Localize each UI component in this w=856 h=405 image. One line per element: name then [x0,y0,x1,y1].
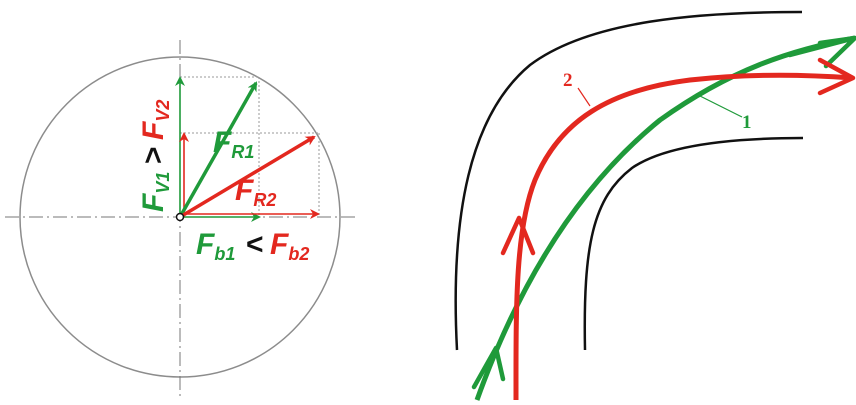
construction-lines [180,76,320,217]
origin-point [175,212,185,222]
flow-path-1 [474,35,856,401]
vector-fr1 [178,81,258,218]
label-fr1: FR1 [213,126,254,162]
path-1-arrowhead-top [787,35,856,69]
label-fv1-main: F [137,193,170,212]
label-path-2: 2 [563,70,573,91]
leader-2 [577,87,591,107]
outer-wall [454,10,803,351]
label-path-1: 1 [742,112,752,133]
vertical-comparison: FV1 > FV2 [137,100,173,212]
inner-wall [583,136,804,351]
label-fb2: Fb2 [270,228,309,264]
label-fr2-main: F [235,174,254,207]
label-fb1-sub: b1 [214,244,235,264]
label-fv1-sub: V1 [153,172,173,194]
label-fr2: FR2 [235,174,276,210]
force-diagram: FR1 FR2 Fb1 < Fb2 FV1 > FV2 [5,40,355,400]
flow-path-2 [513,72,854,401]
label-fv2-sub: V2 [153,100,173,122]
path-1-arrowhead-bottom [471,345,506,390]
leader-1 [699,95,743,118]
label-fr1-sub: R1 [231,142,254,162]
label-fv2: FV2 [137,100,173,140]
label-fv1: FV1 [137,172,173,212]
label-fr2-sub: R2 [253,190,276,210]
label-fb1-main: F [196,228,215,261]
label-fr1-main: F [213,126,232,159]
label-fb2-sub: b2 [288,244,309,264]
label-fb2-main: F [270,228,289,261]
path-2-arrowhead-bottom [500,215,536,256]
bend-diagram: 1 2 [454,10,856,401]
path-2-arrowhead-right [817,57,856,96]
vertical-compare-sign: > [137,146,170,164]
horizontal-compare-sign: < [246,228,264,261]
label-fb1: Fb1 [196,228,235,264]
vector-fr2 [179,135,316,219]
label-fv2-main: F [137,121,170,140]
